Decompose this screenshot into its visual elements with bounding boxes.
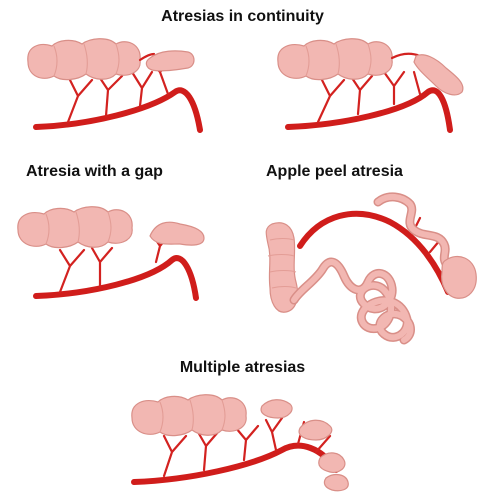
mesenteric-artery [288,90,450,130]
panel-apple-peel-atresia [266,197,476,340]
bowel-segment-4 [324,475,348,491]
panel-continuity-left [28,39,200,130]
distal-bowel [150,222,204,245]
coiled-distal-bowel-inner [294,262,411,340]
proximal-bowel [18,207,132,248]
panel-multiple-atresias [132,395,348,491]
bulbous-bowel-end [442,256,477,298]
distal-bowel [414,55,463,95]
mesenteric-artery [36,90,200,130]
panel-atresia-with-gap [18,207,204,298]
proximal-bowel [132,395,246,436]
proximal-bowel [278,39,392,80]
bowel-segment-1 [261,400,292,418]
bowel-segment-3 [319,453,345,472]
upper-bowel-loops-inner [378,197,448,266]
panel-continuity-right [278,39,463,130]
